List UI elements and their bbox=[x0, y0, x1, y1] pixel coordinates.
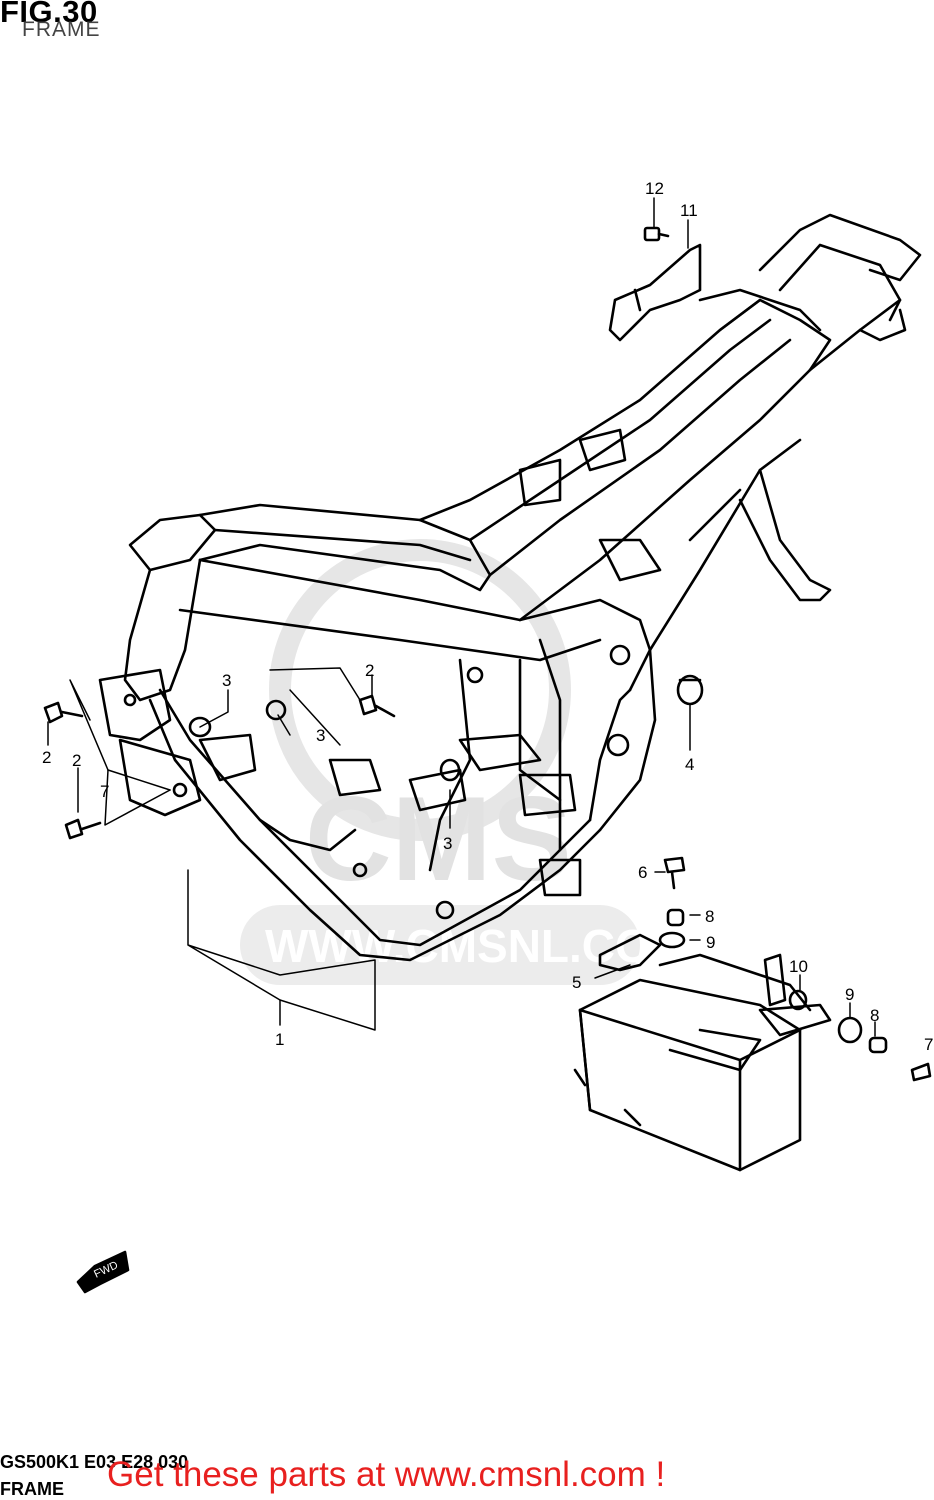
diagram-reference-name: FRAME bbox=[0, 1479, 64, 1499]
battery-holder-part-5 bbox=[573, 933, 832, 1172]
callout-10: 10 bbox=[789, 957, 808, 976]
bolts-part-2 bbox=[43, 694, 396, 840]
diagram-reference-code: GS500K1 E03 E28 030 bbox=[0, 1452, 189, 1472]
callout-7a: 7 bbox=[100, 782, 109, 801]
figure-subtitle: FRAME bbox=[22, 18, 101, 41]
nuts-part-3 bbox=[188, 699, 461, 782]
callout-2a: 2 bbox=[42, 748, 51, 767]
callout-3a: 3 bbox=[222, 671, 231, 690]
callout-7b: 7 bbox=[924, 1035, 933, 1054]
callout-2c: 2 bbox=[365, 661, 374, 680]
spacers-part-8 bbox=[666, 908, 888, 1054]
callout-4: 4 bbox=[685, 755, 694, 774]
cushions-part-9 bbox=[658, 931, 863, 1044]
callout-5: 5 bbox=[572, 973, 581, 992]
cap-part-4 bbox=[676, 674, 704, 706]
callout-12: 12 bbox=[645, 179, 664, 198]
bracket-part-11 bbox=[608, 243, 702, 342]
callout-2b: 2 bbox=[72, 751, 81, 770]
main-frame bbox=[98, 213, 922, 962]
leader-lines bbox=[47, 197, 876, 1037]
nut-part-10 bbox=[788, 989, 808, 1011]
bolt-part-6 bbox=[663, 856, 686, 890]
callout-6: 6 bbox=[638, 863, 647, 882]
figure-title: FIG.30 bbox=[0, 0, 98, 29]
get-parts-link[interactable]: Get these parts at www.cmsnl.com ! bbox=[107, 1455, 666, 1494]
bolt-part-12 bbox=[643, 226, 670, 242]
bolt-part-7 bbox=[910, 1062, 932, 1082]
callout-3b: 3 bbox=[316, 726, 325, 745]
callout-3c: 3 bbox=[443, 834, 452, 853]
callout-9a: 9 bbox=[706, 933, 715, 952]
callout-8a: 8 bbox=[705, 907, 714, 926]
fwd-arrow bbox=[76, 1250, 130, 1294]
callout-9b: 9 bbox=[845, 985, 854, 1004]
callout-1: 1 bbox=[275, 1030, 284, 1049]
callout-8b: 8 bbox=[870, 1006, 879, 1025]
callout-11: 11 bbox=[680, 201, 698, 220]
